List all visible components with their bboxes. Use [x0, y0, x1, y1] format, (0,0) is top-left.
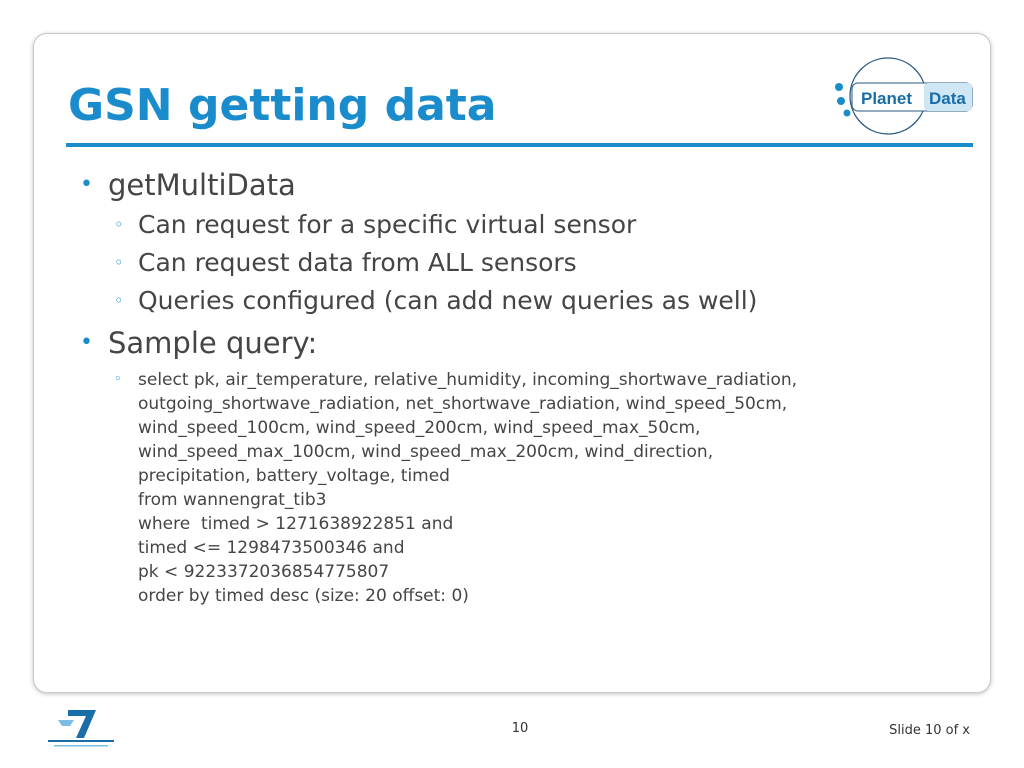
subitem: ◦ Can request for a specific virtual sen… — [78, 206, 978, 244]
bullet-dot: • — [80, 172, 93, 197]
bullet-text: Sample query: — [108, 326, 318, 360]
query-line: timed <= 1298473500346 and — [138, 538, 405, 558]
subitem: ◦ Can request data from ALL sensors — [78, 244, 978, 282]
sub-bullet-circle: ◦ — [114, 253, 124, 272]
bullet-sample-query: • Sample query: — [78, 322, 978, 364]
query-line: wind_speed_max_100cm, wind_speed_max_200… — [138, 442, 714, 462]
slide-content: • getMultiData ◦ Can request for a speci… — [78, 164, 978, 608]
bullet-dot: • — [80, 330, 93, 355]
subitem: ◦ Queries configured (can add new querie… — [78, 282, 978, 320]
query-line: order by timed desc (size: 20 offset: 0) — [138, 586, 469, 606]
slide-title: GSN getting data — [68, 80, 497, 131]
query-line: precipitation, battery_voltage, timed — [138, 466, 450, 486]
bullet-getmultidata: • getMultiData — [78, 164, 978, 206]
subitem-text: Can request data from ALL sensors — [138, 248, 577, 277]
subitem-text: Can request for a specific virtual senso… — [138, 210, 637, 239]
query-line: wind_speed_100cm, wind_speed_200cm, wind… — [138, 418, 701, 438]
sub-bullet-circle: ◦ — [114, 215, 124, 234]
sub-bullet-circle: ◦ — [114, 291, 124, 310]
page-number: 10 — [511, 721, 529, 736]
logo-data-text: Data — [929, 89, 966, 108]
title-divider — [66, 143, 973, 147]
query-line: where timed > 1271638922851 and — [138, 514, 454, 534]
sub-bullet-circle: ◦ — [114, 372, 122, 387]
bullet-text: getMultiData — [108, 168, 296, 202]
planet-data-logo: Planet Data — [826, 52, 976, 138]
query-line: outgoing_shortwave_radiation, net_shortw… — [138, 394, 788, 414]
logo-planet-text: Planet — [861, 89, 912, 108]
query-line: from wannengrat_tib3 — [138, 490, 327, 510]
sample-query-block: ◦ select pk, air_temperature, relative_h… — [78, 368, 978, 608]
subitem-text: Queries configured (can add new queries … — [138, 286, 758, 315]
query-line: pk < 9223372036854775807 — [138, 562, 390, 582]
fp7-logo-icon — [44, 706, 120, 752]
query-line: select pk, air_temperature, relative_hum… — [138, 370, 798, 390]
slide-counter: Slide 10 of x — [889, 723, 970, 738]
